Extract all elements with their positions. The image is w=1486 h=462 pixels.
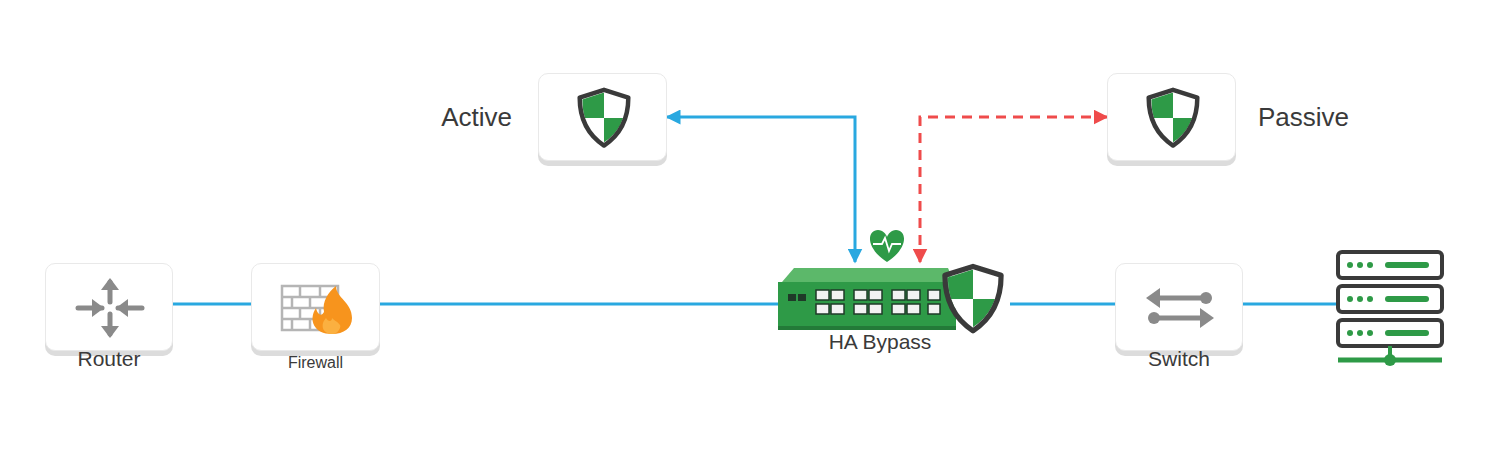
firewall-icon xyxy=(252,264,381,352)
icon-box xyxy=(778,262,1010,338)
server-wire xyxy=(1243,303,1338,306)
icon-box xyxy=(251,263,380,351)
node-label: Passive xyxy=(1258,103,1349,132)
network-link xyxy=(667,117,855,262)
router-icon xyxy=(46,264,174,352)
shield-icon xyxy=(572,86,636,150)
icon-box xyxy=(45,263,173,351)
network-node: Switch xyxy=(1115,263,1243,351)
icon-box xyxy=(538,73,667,161)
network-link xyxy=(920,117,1107,262)
heartbeat-icon xyxy=(870,230,904,262)
node-label: Switch xyxy=(1148,347,1210,370)
shield-icon xyxy=(936,262,1010,336)
node-label: Active xyxy=(441,103,512,132)
network-link xyxy=(380,303,778,306)
network-node: Router xyxy=(45,263,173,351)
network-node: Active xyxy=(538,73,667,161)
icon-box xyxy=(1115,263,1243,351)
node-label: Router xyxy=(77,347,140,370)
network-link xyxy=(173,303,251,306)
node-label: Firewall xyxy=(288,354,343,372)
node-label: HA Bypass xyxy=(829,330,932,353)
shield-icon xyxy=(1141,86,1205,150)
switch-icon xyxy=(1116,264,1244,352)
network-node: Passive xyxy=(1107,73,1236,161)
server-icon xyxy=(1338,252,1442,366)
icon-box xyxy=(1107,73,1236,161)
network-node: Firewall xyxy=(251,263,380,351)
network-node: HA Bypass xyxy=(778,262,1010,338)
network-link xyxy=(1010,303,1115,306)
